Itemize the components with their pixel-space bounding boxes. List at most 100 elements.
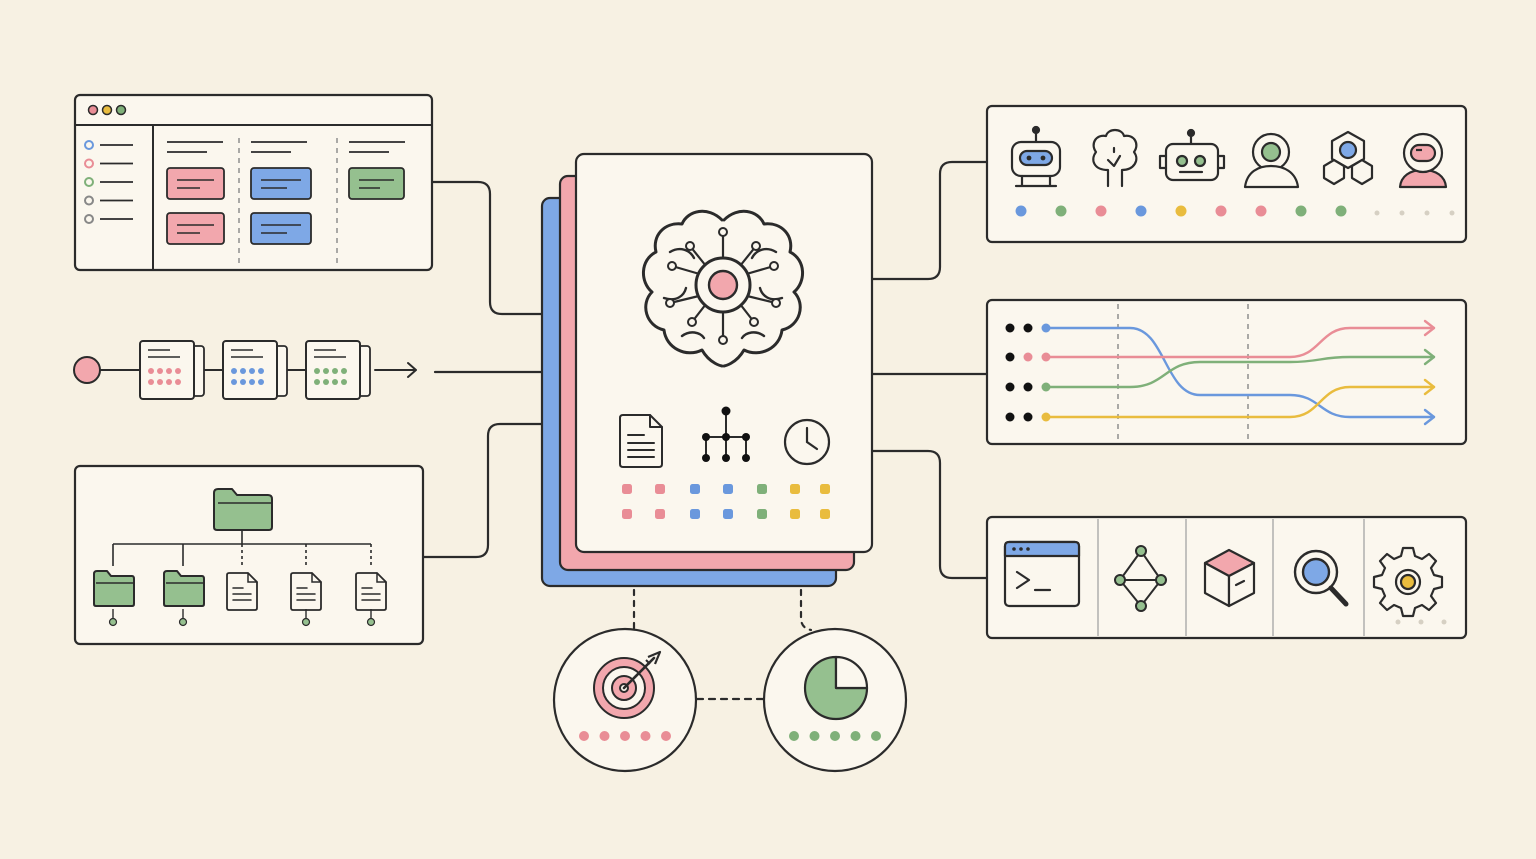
stage-dot — [166, 379, 172, 385]
trailing-dot — [1449, 210, 1455, 216]
tool-trailing-dots — [1395, 619, 1447, 625]
tree-leaf-dot — [108, 617, 118, 627]
goal-dot — [620, 731, 630, 741]
goal-dot — [789, 731, 799, 741]
agent-dot — [1295, 205, 1307, 217]
clock-icon — [783, 418, 831, 466]
input-dot — [1023, 323, 1033, 333]
folder-body — [93, 570, 135, 607]
document-body — [290, 572, 322, 611]
stage-dot — [157, 379, 163, 385]
stage-dot — [249, 368, 255, 374]
document-lines — [296, 572, 322, 601]
pipeline-start-node — [73, 356, 101, 384]
kanban-card — [250, 212, 312, 245]
folder-body — [163, 570, 205, 607]
input-dot — [1005, 412, 1015, 422]
trailing-dot — [1399, 210, 1405, 216]
agent-status-dots — [1015, 205, 1455, 217]
goal-dot — [871, 731, 881, 741]
routing-lines — [1005, 319, 1436, 426]
trailing-dot — [1424, 210, 1430, 216]
pipeline-stage-icon — [305, 340, 371, 400]
document-lines — [361, 572, 387, 601]
document-body — [355, 572, 387, 611]
trailing-dot — [1395, 619, 1401, 625]
core-dot — [622, 509, 632, 519]
pipeline — [73, 340, 417, 400]
document-icon — [290, 572, 322, 611]
document-icon — [619, 414, 663, 468]
person-icon — [1243, 132, 1300, 189]
connector-core-tools — [870, 449, 989, 580]
stage-dot — [166, 368, 172, 374]
tree-icon — [1092, 128, 1138, 188]
tools-panel — [985, 515, 1468, 640]
stage-dot — [249, 379, 255, 385]
goal-dot — [640, 731, 651, 741]
routing-input — [1005, 382, 1051, 392]
stage-dot — [240, 368, 246, 374]
kanban-column — [166, 141, 225, 245]
trailing-dot — [1441, 619, 1447, 625]
window-dot — [87, 104, 99, 116]
window-dot — [115, 104, 127, 116]
search-icon — [1293, 549, 1349, 607]
core-dot-grid — [622, 484, 830, 519]
bot-face-icon — [1158, 128, 1226, 182]
tree-children — [93, 570, 387, 627]
input-dot — [1005, 352, 1015, 362]
arrow-right-icon — [1423, 348, 1436, 366]
card-body — [250, 212, 312, 245]
stage-dot — [314, 379, 320, 385]
sidebar-item — [84, 158, 133, 169]
routing-line — [1044, 326, 1436, 419]
stage-dot — [240, 379, 246, 385]
card-body — [250, 167, 312, 200]
input-dot — [1005, 323, 1015, 333]
input-dot — [1023, 412, 1033, 422]
agents-panel — [985, 104, 1468, 244]
routing-line — [1044, 326, 1436, 359]
folder-icon — [93, 570, 135, 607]
tree-leaf-dot — [301, 617, 311, 627]
card-body — [166, 167, 225, 200]
document-icon — [355, 572, 387, 611]
terminal-icon — [1003, 540, 1081, 608]
sidebar-bullet — [84, 177, 94, 187]
pipeline-stages — [139, 340, 371, 400]
cube-icon — [1203, 548, 1256, 608]
core-dot — [820, 509, 830, 519]
astronaut-icon — [1398, 132, 1448, 189]
input-dot — [1023, 352, 1033, 362]
core-dot — [655, 509, 665, 519]
goal-dot — [809, 731, 820, 741]
agent-dot — [1335, 205, 1347, 217]
connectors — [421, 160, 989, 701]
sidebar-item — [84, 140, 133, 150]
stage-dot — [323, 379, 329, 385]
sidebar-bullet — [84, 158, 94, 169]
agent-dot — [1175, 205, 1187, 217]
agent-dot — [1255, 205, 1267, 217]
core-dot — [690, 509, 700, 519]
document-body — [226, 572, 258, 611]
kanban-card — [166, 167, 225, 200]
goal-nodes — [552, 627, 908, 773]
pie-chart-icon — [803, 655, 869, 721]
stage-dot — [231, 368, 237, 374]
sidebar-bullet — [84, 214, 94, 224]
document-lines — [232, 572, 258, 601]
core-dot — [622, 484, 632, 494]
sidebar-item — [84, 195, 133, 206]
goal-dot — [830, 731, 840, 741]
stage-dot — [175, 368, 181, 374]
stage-dot — [332, 368, 338, 374]
pipeline-stage-icon — [139, 340, 205, 400]
agent-dot — [1135, 205, 1147, 217]
stage-dot — [341, 379, 347, 385]
target-icon — [593, 650, 662, 719]
card-body — [166, 212, 225, 245]
brain-network-icon — [642, 209, 804, 368]
